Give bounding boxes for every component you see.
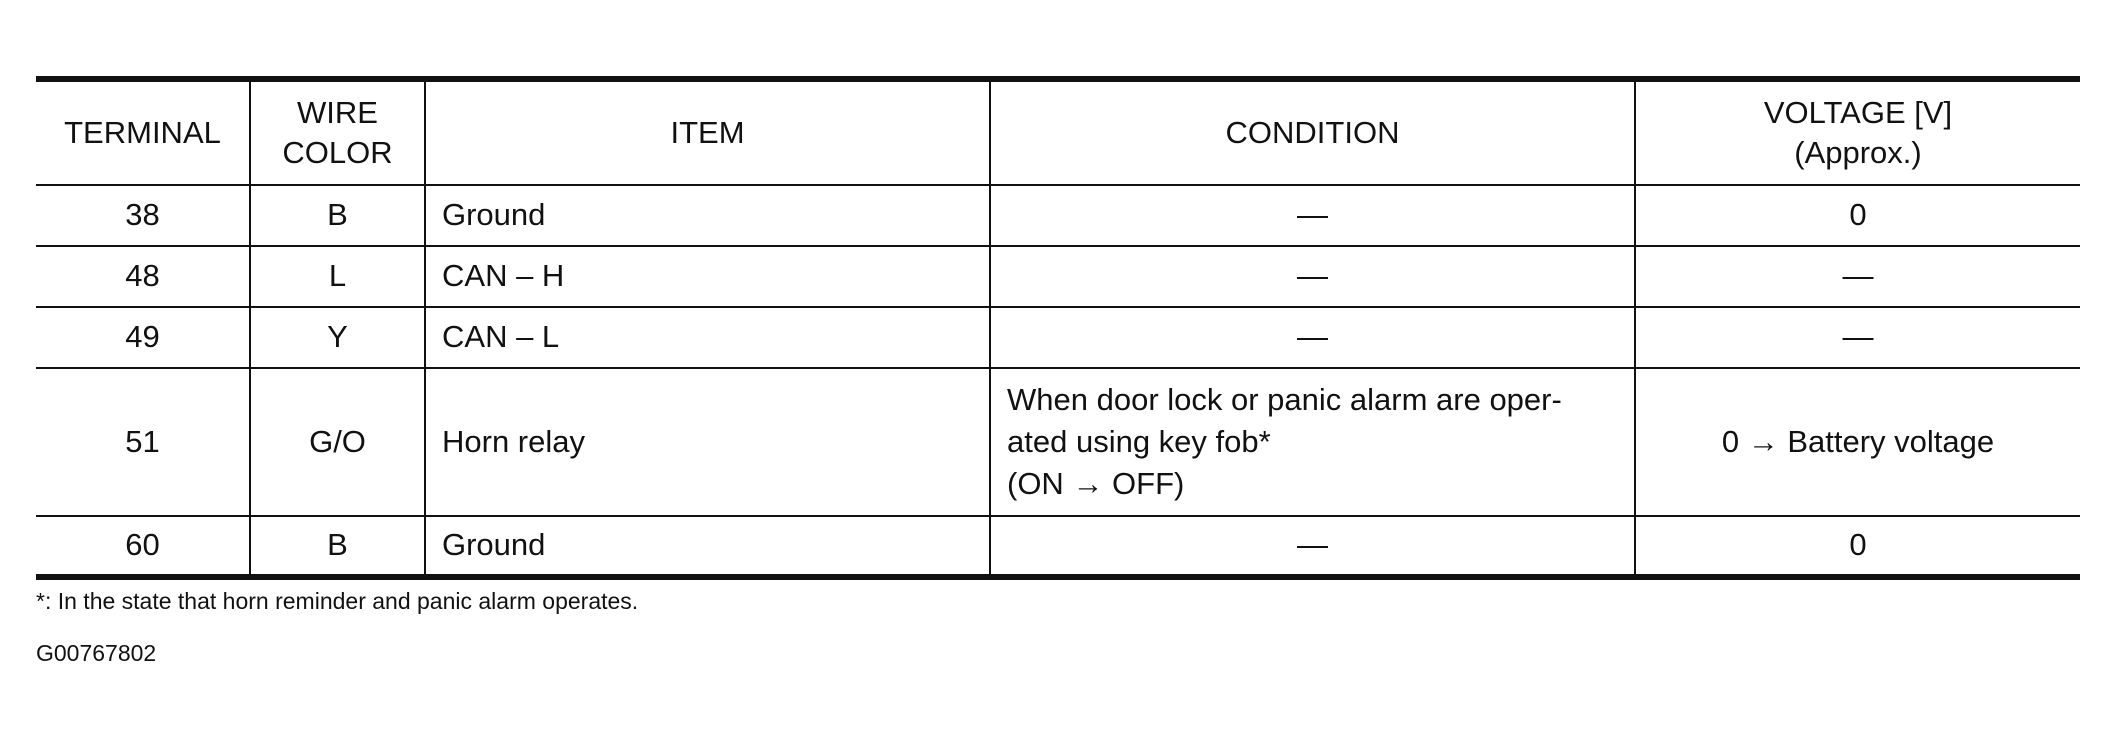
cell-terminal: 48 (36, 246, 251, 308)
table-row: 38 B Ground — 0 (36, 185, 2080, 247)
terminal-table: TERMINAL WIRE COLOR ITEM CONDITION VOLTA… (36, 76, 2080, 580)
header-wire-color: WIRE COLOR (249, 79, 426, 186)
cell-item: CAN – H (424, 246, 991, 308)
condition-line: — (1297, 319, 1328, 355)
table-row: 60 B Ground — 0 (36, 516, 2080, 577)
cell-wire-color: L (249, 246, 426, 308)
condition-line: (ON → OFF) (1007, 465, 1185, 501)
figure-code: G00767802 (36, 640, 157, 666)
terminal-table-container: TERMINAL WIRE COLOR ITEM CONDITION VOLTA… (36, 76, 2080, 580)
cell-terminal: 49 (36, 307, 251, 369)
cell-item: CAN – L (424, 307, 991, 369)
header-voltage-line1: VOLTAGE [V] (1763, 94, 1953, 130)
cell-item: Ground (424, 185, 991, 247)
cell-item: Horn relay (424, 368, 991, 517)
cell-wire-color: B (249, 185, 426, 247)
condition-line: When door lock or panic alarm are oper- (1007, 382, 1562, 418)
cell-voltage: 0 → Battery voltage (1634, 368, 2080, 517)
cell-terminal: 60 (36, 516, 251, 577)
header-condition: CONDITION (989, 79, 1636, 186)
table-row: 48 L CAN – H — — (36, 246, 2080, 308)
condition-line: ated using key fob* (1007, 424, 1271, 460)
header-terminal: TERMINAL (36, 79, 251, 186)
footnote: *: In the state that horn reminder and p… (36, 588, 639, 614)
cell-wire-color: G/O (249, 368, 426, 517)
cell-voltage: 0 (1634, 185, 2080, 247)
cell-voltage: 0 (1634, 516, 2080, 577)
condition-line: — (1297, 258, 1328, 294)
cell-terminal: 38 (36, 185, 251, 247)
cell-condition: — (989, 246, 1636, 308)
cell-wire-color: B (249, 516, 426, 577)
cell-condition: — (989, 307, 1636, 369)
cell-condition: When door lock or panic alarm are oper- … (989, 368, 1636, 517)
header-wire-color-line1: WIRE (297, 94, 378, 130)
cell-item: Ground (424, 516, 991, 577)
table-header: TERMINAL WIRE COLOR ITEM CONDITION VOLTA… (36, 79, 2080, 186)
condition-line: — (1297, 527, 1328, 563)
table-body: 38 B Ground — 0 48 L CAN – H — — 49 Y (36, 185, 2080, 577)
cell-voltage: — (1634, 246, 2080, 308)
cell-voltage: — (1634, 307, 2080, 369)
header-voltage-line2: (Approx.) (1794, 135, 1922, 170)
cell-condition: — (989, 185, 1636, 247)
table-row: 51 G/O Horn relay When door lock or pani… (36, 368, 2080, 517)
condition-line: — (1297, 197, 1328, 233)
header-item: ITEM (424, 79, 991, 186)
cell-wire-color: Y (249, 307, 426, 369)
cell-condition: — (989, 516, 1636, 577)
cell-terminal: 51 (36, 368, 251, 517)
header-row: TERMINAL WIRE COLOR ITEM CONDITION VOLTA… (36, 79, 2080, 186)
table-row: 49 Y CAN – L — — (36, 307, 2080, 369)
header-voltage: VOLTAGE [V] (Approx.) (1634, 79, 2080, 186)
header-wire-color-line2: COLOR (282, 135, 393, 170)
